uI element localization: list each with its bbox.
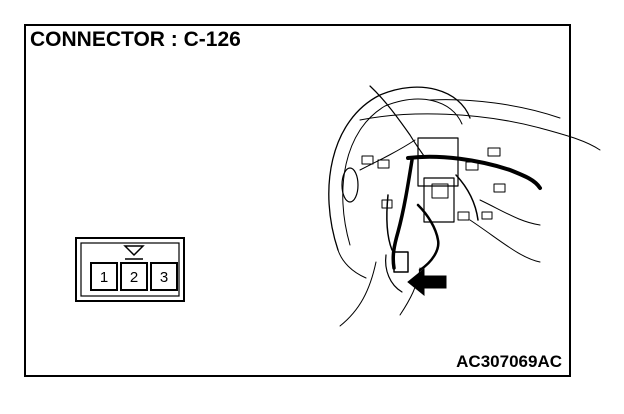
steering-column-cover <box>417 137 459 187</box>
harness-connector-c <box>465 161 479 171</box>
steering-wheel-rim-lower <box>337 249 367 279</box>
harness-connector-h <box>481 211 493 220</box>
steering-wheel-opening <box>341 167 359 203</box>
wiring-harness-loop <box>416 203 440 272</box>
pin-label-1: 1 <box>100 269 108 286</box>
lower-panel-line <box>339 261 377 327</box>
connector-outer-housing <box>75 237 185 302</box>
harness-connector-d <box>487 147 501 157</box>
harness-connector-a <box>361 155 374 165</box>
connector-title: CONNECTOR : C-126 <box>30 28 241 51</box>
location-arrow-icon <box>407 267 447 297</box>
instrument-panel-top <box>359 113 601 151</box>
lock-triangle-icon <box>123 245 145 257</box>
steering-wheel-spoke <box>359 139 416 171</box>
connector-mount-bracket <box>385 254 403 293</box>
steering-column-lower <box>423 177 455 223</box>
pin-label-3: 3 <box>160 269 168 286</box>
harness-connector-e <box>493 183 506 193</box>
harness-connector-b <box>377 159 390 169</box>
wiring-harness-small <box>386 194 393 251</box>
column-switch <box>431 183 449 199</box>
instrument-panel-lower <box>469 219 541 263</box>
harness-connector-g <box>457 211 470 221</box>
steering-wheel-rim-inner <box>342 98 463 246</box>
steering-wheel-rim <box>328 86 471 251</box>
instrument-panel-hood <box>429 99 561 119</box>
pin-label-2: 2 <box>130 269 138 286</box>
connector-face <box>75 237 185 302</box>
connector-inner-housing <box>80 242 180 297</box>
pin-cell-3 <box>150 262 178 291</box>
pin-cell-1 <box>90 262 118 291</box>
pin-cell-2 <box>120 262 148 291</box>
instrument-panel-edge <box>479 199 541 226</box>
location-illustration <box>328 85 601 327</box>
diagram-frame <box>24 24 571 377</box>
wire-thin <box>369 85 425 157</box>
wiring-harness-right <box>455 174 479 221</box>
figure-code: AC307069AC <box>456 352 562 371</box>
wiring-harness-main <box>406 154 542 190</box>
target-connector <box>393 251 409 273</box>
harness-connector-f <box>381 199 393 209</box>
